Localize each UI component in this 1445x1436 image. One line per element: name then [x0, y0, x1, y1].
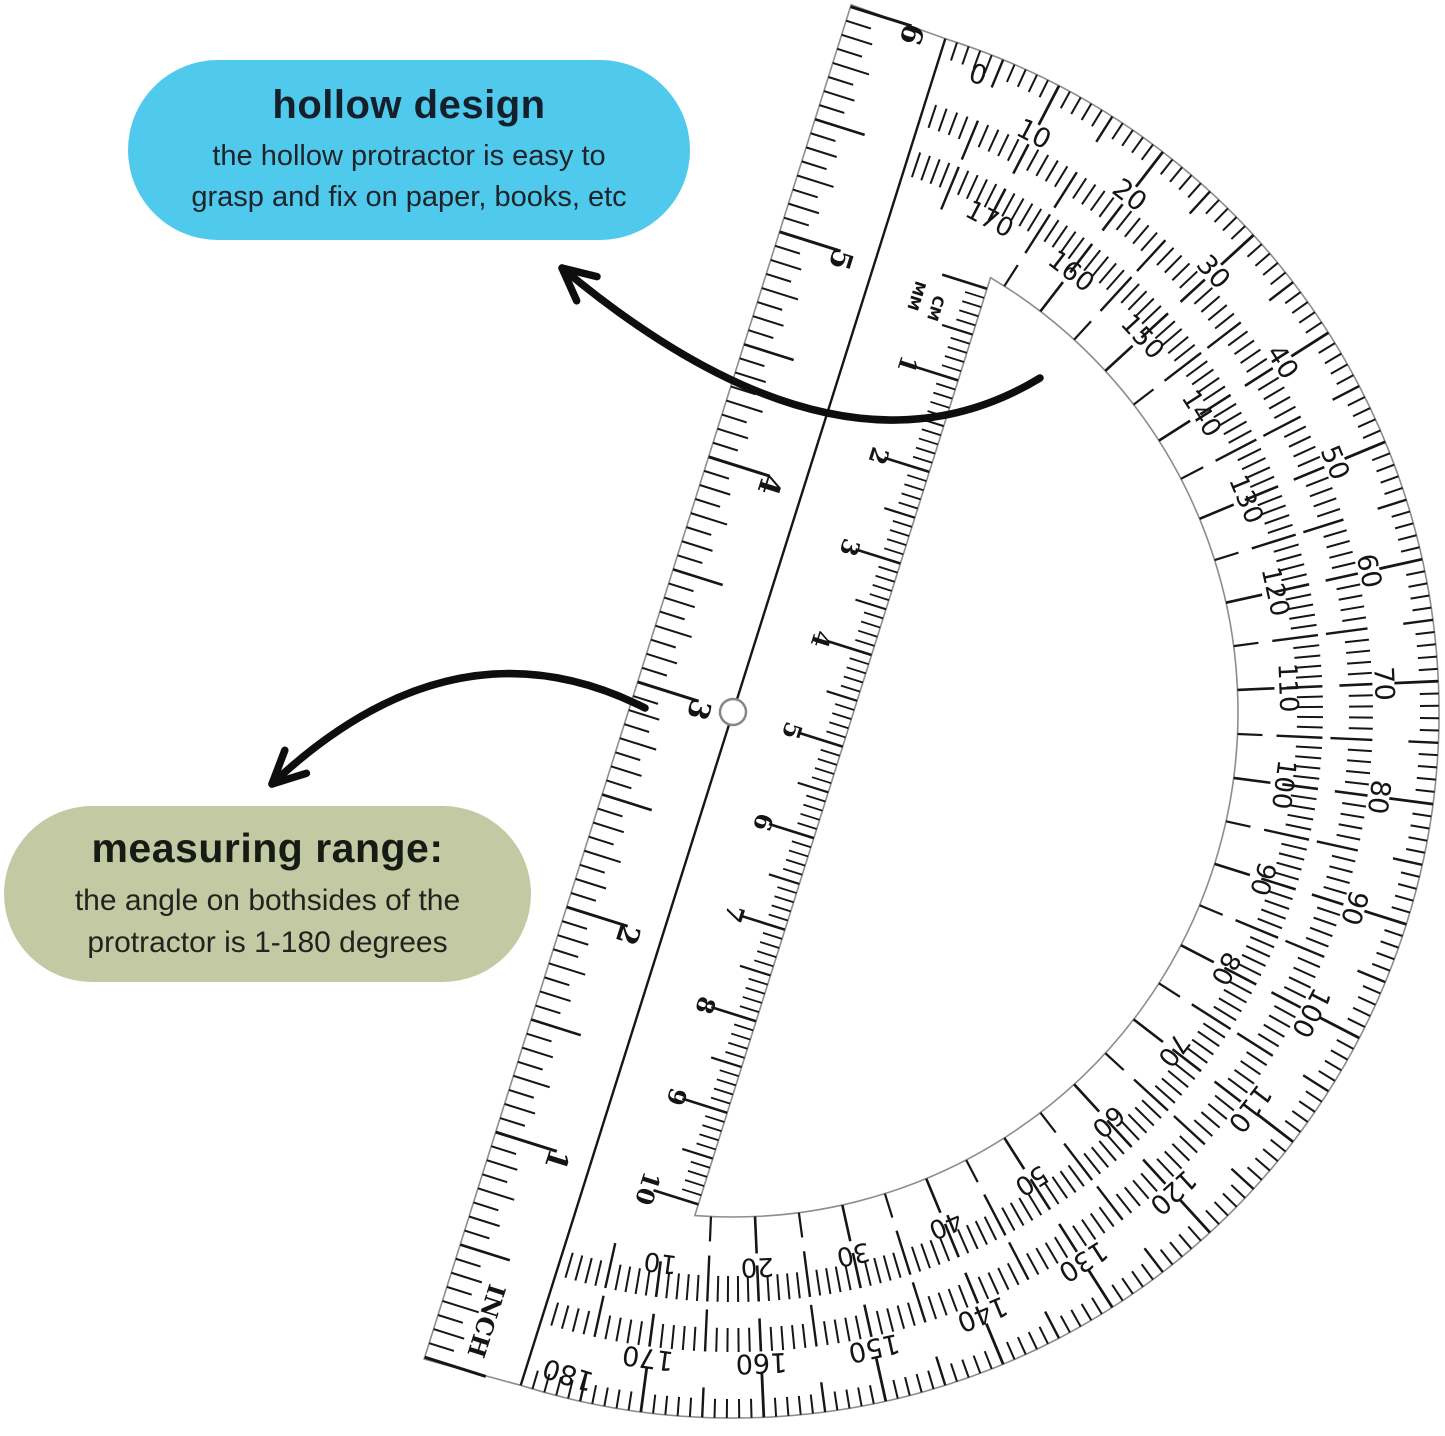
- annotation-arrows: [268, 264, 1044, 788]
- outer-degree-label: 80: [1361, 778, 1396, 816]
- measuring-callout-title: measuring range:: [91, 825, 444, 872]
- hollow-callout-title: hollow design: [272, 83, 546, 128]
- protractor: 0102030405060708090100110120130140150160…: [423, 3, 1440, 1419]
- outer-degree-label: 160: [735, 1346, 788, 1379]
- hollow-callout-line1: the hollow protractor is easy to: [212, 140, 606, 173]
- pivot-hole-ring: [718, 697, 748, 727]
- pivot-hole: [718, 697, 748, 727]
- outer-degree-label: 70: [1367, 666, 1399, 702]
- measuring-range-callout: measuring range: the angle on bothsides …: [4, 806, 531, 982]
- mm-tick-marks: [653, 273, 988, 1206]
- measuring-callout-line2: protractor is 1-180 degrees: [87, 925, 448, 959]
- inner-scale-fine-ticks: [564, 152, 1323, 1302]
- hollow-callout-line2: grasp and fix on paper, books, etc: [191, 180, 627, 213]
- outer-rim-degree-ticks: [531, 42, 1440, 1419]
- inner-degree-label: 10: [642, 1245, 679, 1279]
- inch-tick-marks: [424, 5, 913, 1378]
- outer-degree-label: 170: [620, 1339, 675, 1376]
- arrow-to-hollow-callout: [558, 264, 1044, 424]
- inner-edge-ticks: [708, 264, 1275, 1254]
- hollow-design-callout: hollow design the hollow protractor is e…: [128, 60, 690, 240]
- arrowhead-hollow-icon: [558, 264, 601, 305]
- inner-degree-label: 20: [740, 1251, 774, 1282]
- inner-degree-label: 110: [1271, 662, 1303, 713]
- measuring-callout-line1: the angle on bothsides of the: [74, 884, 461, 918]
- inner-degree-label: 100: [1265, 758, 1301, 811]
- outer-scale-fine-ticks: [550, 104, 1374, 1353]
- outer-degree-label: 60: [1350, 551, 1388, 591]
- arrow-to-measuring-callout: [268, 670, 649, 788]
- inner-degree-label: 30: [834, 1236, 873, 1272]
- arrowhead-measuring-icon: [268, 746, 311, 788]
